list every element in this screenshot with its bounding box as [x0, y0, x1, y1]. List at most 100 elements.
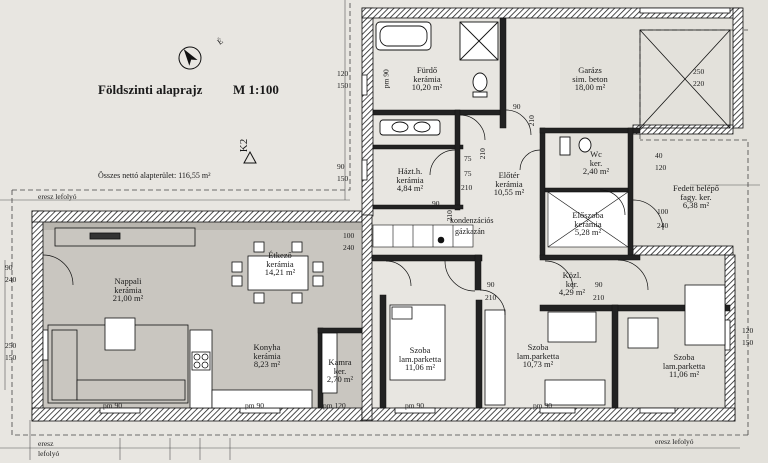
room-nappali: Nappali kerámia 21,00 m² — [113, 277, 143, 303]
room-area: 2,40 m² — [582, 166, 610, 176]
room-kamra: Kamra ker. 2,70 m² — [327, 358, 353, 384]
room-name: Előtér — [498, 170, 520, 180]
room-floor: lam.parketta — [662, 360, 706, 371]
total-area: Összes nettó alapterület: 116,55 m² — [98, 171, 211, 180]
dim-label: 150 — [5, 353, 17, 362]
dim-label: 210 — [477, 148, 487, 160]
hall-cabinets — [372, 191, 629, 248]
dim-label: 120 — [742, 326, 754, 335]
living-furniture — [47, 227, 196, 404]
room-etkezo: Étkező kerámia 14,21 m² — [265, 251, 295, 277]
room-floor: ker. — [589, 157, 603, 168]
dim-label: 75 — [464, 169, 472, 178]
room-area: 14,21 m² — [264, 267, 296, 277]
section-label: K2 — [238, 138, 251, 153]
room-area: 10,55 m² — [493, 187, 525, 197]
room-name: Házt.h. — [397, 166, 423, 176]
dim-label: pm 90 — [381, 69, 391, 89]
dim-label: 100 — [343, 231, 355, 240]
room-szoba-2: Szoba lam.parketta 10,73 m² — [517, 343, 559, 369]
dim-label: 90 — [5, 263, 13, 272]
dim-label: 90 — [337, 162, 345, 171]
room-eloter: Előtér kerámia 10,55 m² — [494, 171, 524, 197]
dim-label: 40 — [655, 151, 663, 160]
dim-label: 210 — [444, 210, 454, 222]
eave-downpipe-label-br: eresz lefolyó — [655, 437, 694, 446]
dim-label: 240 — [657, 221, 669, 230]
dim-label: 240 — [343, 243, 355, 252]
dim-label: pm 120 — [323, 401, 346, 410]
dim-label: 75 — [464, 154, 472, 163]
room-szoba-1: Szoba lam.parketta 11,06 m² — [399, 346, 441, 372]
room-area: 10,20 m² — [411, 82, 443, 92]
room-floor: lam.parketta — [398, 353, 442, 364]
room-name: Szoba — [527, 342, 549, 352]
room-szoba-3: Szoba lam.parketta 11,06 m² — [663, 353, 705, 379]
bathroom-fixtures — [375, 21, 592, 156]
dim-label: 90 — [595, 280, 603, 289]
dim-label: 210 — [461, 183, 473, 192]
room-name: Konyha — [253, 342, 281, 352]
garage-car — [639, 29, 731, 129]
room-floor: sim. beton — [572, 73, 608, 84]
room-eloszoba: Előszoba kerámia 5,28 m² — [572, 211, 603, 237]
room-name: Fedett belépő — [672, 183, 720, 193]
room-fedett-belepo: Fedett belépő fagy. ker. 6,38 m² — [673, 184, 719, 210]
room-name: Szoba — [409, 345, 431, 355]
room-kozlekedo: Közl. ker. 4,29 m² — [559, 271, 585, 297]
dim-label: 210 — [526, 115, 536, 127]
dim-label: pm 90 — [103, 401, 122, 410]
plan-scale: M 1:100 — [233, 82, 279, 97]
plan-title-text: Földszinti alaprajz — [98, 82, 203, 97]
room-name: Fürdő — [416, 65, 438, 75]
room-floor: kerámia — [114, 284, 142, 295]
kitchen-counter — [189, 329, 338, 409]
dim-label: 250 — [5, 341, 17, 350]
room-area: 11,06 m² — [668, 369, 700, 379]
dim-label: pm 90 — [245, 401, 264, 410]
dim-label: 90 — [487, 280, 495, 289]
room-area: 10,73 m² — [522, 359, 554, 369]
eave-downpipe-label-bl-1: eresz — [38, 439, 54, 448]
room-name: Kamra — [328, 357, 352, 367]
dim-label: 250 — [693, 67, 705, 76]
room-area: 4,29 m² — [558, 287, 586, 297]
room-floor: ker. — [333, 365, 347, 376]
dining-table — [231, 241, 324, 304]
dim-label: 100 — [657, 207, 669, 216]
dim-label: 210 — [485, 293, 497, 302]
room-area: 2,70 m² — [326, 374, 354, 384]
dim-label: pm 90 — [405, 401, 424, 410]
north-arrow-icon — [178, 46, 202, 70]
dim-label: 150 — [742, 338, 754, 347]
room-floor: ker. — [565, 278, 579, 289]
room-name: Szoba — [673, 352, 695, 362]
room-haztartasi: Házt.h. kerámia 4,84 m² — [396, 167, 423, 193]
dim-label: 240 — [5, 275, 17, 284]
room-area: 21,00 m² — [112, 293, 144, 303]
room-name: Garázs — [578, 65, 602, 75]
room-area: 6,38 m² — [682, 200, 710, 210]
room-area: 8,23 m² — [253, 359, 281, 369]
dim-label: 150 — [337, 81, 349, 90]
room-wc: Wc ker. 2,40 m² — [583, 150, 609, 176]
room-area: 5,28 m² — [574, 227, 602, 237]
room-floor: kerámia — [266, 258, 294, 269]
room-area: 11,06 m² — [404, 362, 436, 372]
room-furdo: Fürdő kerámia 10,20 m² — [412, 66, 442, 92]
dim-label: 210 — [593, 293, 605, 302]
eave-downpipe-label-top: eresz lefolyó — [38, 192, 77, 201]
plan-title: Földszinti alaprajz — [98, 83, 202, 96]
room-konyha: Konyha kerámia 8,23 m² — [253, 343, 280, 369]
interior-walls — [317, 17, 731, 409]
bedroom-furniture — [389, 284, 726, 406]
room-garazs: Garázs sim. beton 18,00 m² — [572, 66, 607, 92]
eave-downpipe-label-bl-2: lefolyó — [38, 449, 60, 458]
dim-label: pm 90 — [533, 401, 552, 410]
room-name: Közl. — [562, 270, 582, 280]
dim-label: 220 — [693, 79, 705, 88]
windows — [42, 7, 731, 414]
